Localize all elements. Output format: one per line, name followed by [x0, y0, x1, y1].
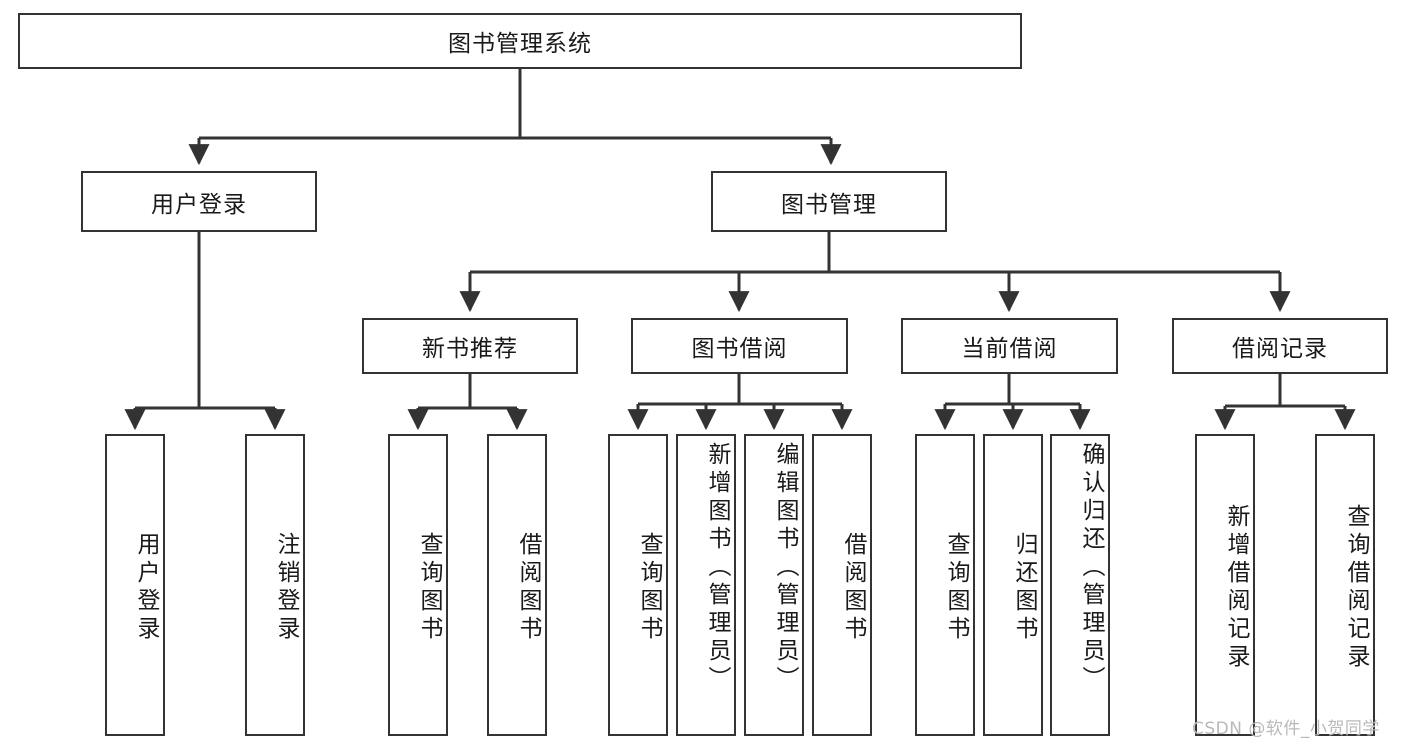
node-borrow-record[interactable]: 借阅记录 — [1172, 318, 1388, 374]
node-leaf-query-book-new-label: 查询图书 — [416, 532, 442, 644]
node-book-management[interactable]: 图书管理 — [711, 171, 947, 232]
node-leaf-add-borrow-record-label: 新增借阅记录 — [1223, 504, 1249, 672]
node-leaf-query-borrow-record-label: 查询借阅记录 — [1343, 504, 1369, 672]
node-leaf-query-borrow-record[interactable]: 查询借阅记录 — [1315, 434, 1375, 736]
node-book-management-label: 图书管理 — [781, 191, 877, 218]
watermark: CSDN @软件_小贺同学 — [1192, 719, 1380, 739]
node-leaf-borrow-book[interactable]: 借阅图书 — [812, 434, 872, 736]
node-user-login-label: 用户登录 — [151, 191, 247, 218]
node-leaf-borrow-book-new[interactable]: 借阅图书 — [487, 434, 547, 736]
node-leaf-user-login[interactable]: 用户登录 — [105, 434, 165, 736]
node-leaf-logout[interactable]: 注销登录 — [245, 434, 305, 736]
node-root-label: 图书管理系统 — [448, 31, 592, 57]
node-leaf-edit-book-admin-label: 编辑图书（管理员） — [772, 442, 798, 694]
node-root[interactable]: 图书管理系统 — [18, 13, 1022, 69]
node-leaf-add-book-admin[interactable]: 新增图书（管理员） — [676, 434, 736, 736]
node-leaf-add-book-admin-label: 新增图书（管理员） — [704, 442, 730, 694]
node-leaf-return-book-label: 归还图书 — [1011, 532, 1037, 644]
node-borrow-record-label: 借阅记录 — [1232, 336, 1328, 362]
node-leaf-query-book-current[interactable]: 查询图书 — [915, 434, 975, 736]
node-current-borrow-label: 当前借阅 — [961, 336, 1058, 362]
node-book-borrow-label: 图书借阅 — [691, 336, 788, 362]
node-book-borrow[interactable]: 图书借阅 — [631, 318, 848, 374]
node-new-book-recommend[interactable]: 新书推荐 — [362, 318, 578, 374]
node-leaf-add-borrow-record[interactable]: 新增借阅记录 — [1195, 434, 1255, 736]
node-user-login[interactable]: 用户登录 — [81, 171, 317, 232]
node-current-borrow[interactable]: 当前借阅 — [901, 318, 1118, 374]
node-leaf-confirm-return-admin-label: 确认归还（管理员） — [1078, 442, 1104, 694]
node-leaf-borrow-book-label: 借阅图书 — [840, 532, 866, 644]
node-leaf-query-book-new[interactable]: 查询图书 — [388, 434, 448, 736]
node-leaf-query-book-borrow-label: 查询图书 — [636, 532, 662, 644]
node-leaf-confirm-return-admin[interactable]: 确认归还（管理员） — [1050, 434, 1110, 736]
node-leaf-query-book-borrow[interactable]: 查询图书 — [608, 434, 668, 736]
node-leaf-edit-book-admin[interactable]: 编辑图书（管理员） — [744, 434, 804, 736]
node-leaf-borrow-book-new-label: 借阅图书 — [515, 532, 541, 644]
node-leaf-user-login-label: 用户登录 — [133, 532, 159, 644]
node-leaf-logout-label: 注销登录 — [273, 532, 299, 644]
node-leaf-return-book[interactable]: 归还图书 — [983, 434, 1043, 736]
node-leaf-query-book-current-label: 查询图书 — [943, 532, 969, 644]
node-new-book-recommend-label: 新书推荐 — [422, 336, 518, 362]
